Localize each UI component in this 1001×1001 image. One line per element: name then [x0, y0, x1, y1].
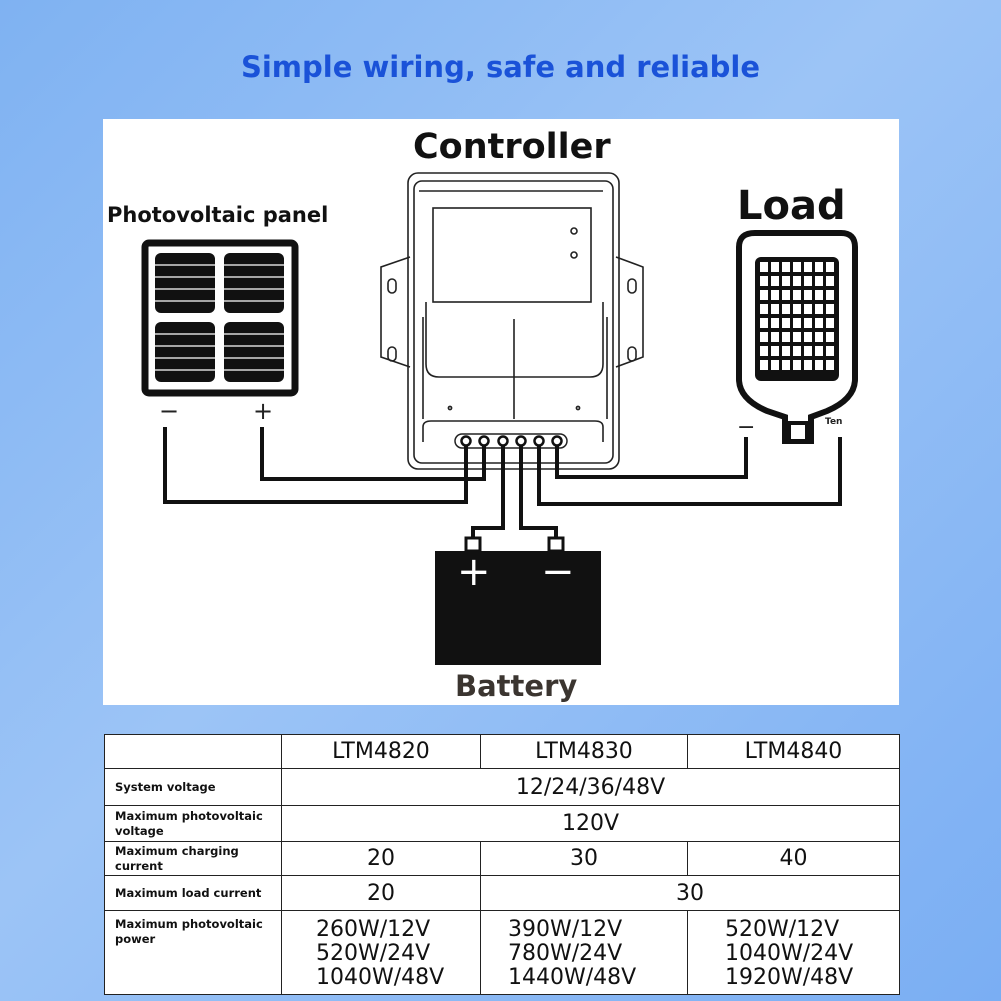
power-line: 1440W/48V: [508, 965, 637, 990]
table-row: Maximum photovoltaic power 260W/12V 520W…: [104, 910, 900, 995]
load-label: Load: [737, 183, 846, 229]
load-terminal-tag: Ten: [825, 417, 843, 427]
battery-label: Battery: [455, 669, 578, 703]
solar-panel-icon: [141, 239, 299, 397]
row-label: Maximum photovoltaic voltage: [104, 805, 282, 842]
table-cell: 120V: [281, 805, 900, 842]
wiring-svg: [141, 172, 858, 665]
terminal-block-icon: [454, 433, 568, 449]
wiring-diagram: Controller Photovoltaic panel Load Batte…: [103, 119, 899, 705]
row-label: Maximum load current: [104, 875, 282, 911]
table-header-row: LTM4820 LTM4830 LTM4840: [104, 734, 900, 769]
row-label: Maximum charging current: [104, 841, 282, 876]
table-cell: 520W/12V 1040W/24V 1920W/48V: [687, 910, 900, 995]
table-row: Maximum charging current 20 30 40: [104, 841, 900, 876]
row-label: System voltage: [104, 768, 282, 806]
row-label: Maximum photovoltaic power: [104, 910, 282, 995]
table-row: System voltage 12/24/36/48V: [104, 768, 900, 806]
table-corner-cell: [104, 734, 282, 769]
power-line: 520W/12V: [725, 917, 840, 942]
wires: [163, 427, 842, 538]
pv-negative-terminal-label: −: [159, 397, 180, 425]
power-line: 390W/12V: [508, 917, 623, 942]
battery-negative-label: −: [541, 549, 575, 595]
headline: Simple wiring, safe and reliable: [240, 50, 761, 84]
table-row: Maximum load current 20 30: [104, 875, 900, 911]
street-lamp-icon: [736, 230, 858, 444]
battery-positive-label: +: [457, 549, 491, 595]
table-cell: 40: [687, 841, 900, 876]
table-cell: 260W/12V 520W/24V 1040W/48V: [281, 910, 481, 995]
table-cell: 30: [480, 841, 688, 876]
power-line: 1920W/48V: [725, 965, 854, 990]
pv-positive-terminal-label: +: [253, 397, 274, 425]
power-line: 260W/12V: [316, 917, 431, 942]
table-cell: 20: [281, 875, 481, 911]
controller-label: Controller: [413, 127, 611, 167]
battery-icon: [435, 536, 601, 665]
power-line: 1040W/24V: [725, 941, 854, 966]
power-line: 520W/24V: [316, 941, 431, 966]
model-header: LTM4820: [281, 734, 481, 769]
pv-panel-label: Photovoltaic panel: [107, 203, 329, 227]
table-cell: 390W/12V 780W/24V 1440W/48V: [480, 910, 688, 995]
table-row: Maximum photovoltaic voltage 120V: [104, 805, 900, 842]
power-line: 780W/24V: [508, 941, 623, 966]
load-negative-terminal-label: −: [737, 415, 756, 440]
model-header: LTM4840: [687, 734, 900, 769]
power-line: 1040W/48V: [316, 965, 445, 990]
table-cell: 30: [480, 875, 900, 911]
spec-table: LTM4820 LTM4830 LTM4840 System voltage 1…: [104, 734, 900, 995]
table-cell: 20: [281, 841, 481, 876]
model-header: LTM4830: [480, 734, 688, 769]
controller-icon: [380, 172, 644, 470]
table-cell: 12/24/36/48V: [281, 768, 900, 806]
